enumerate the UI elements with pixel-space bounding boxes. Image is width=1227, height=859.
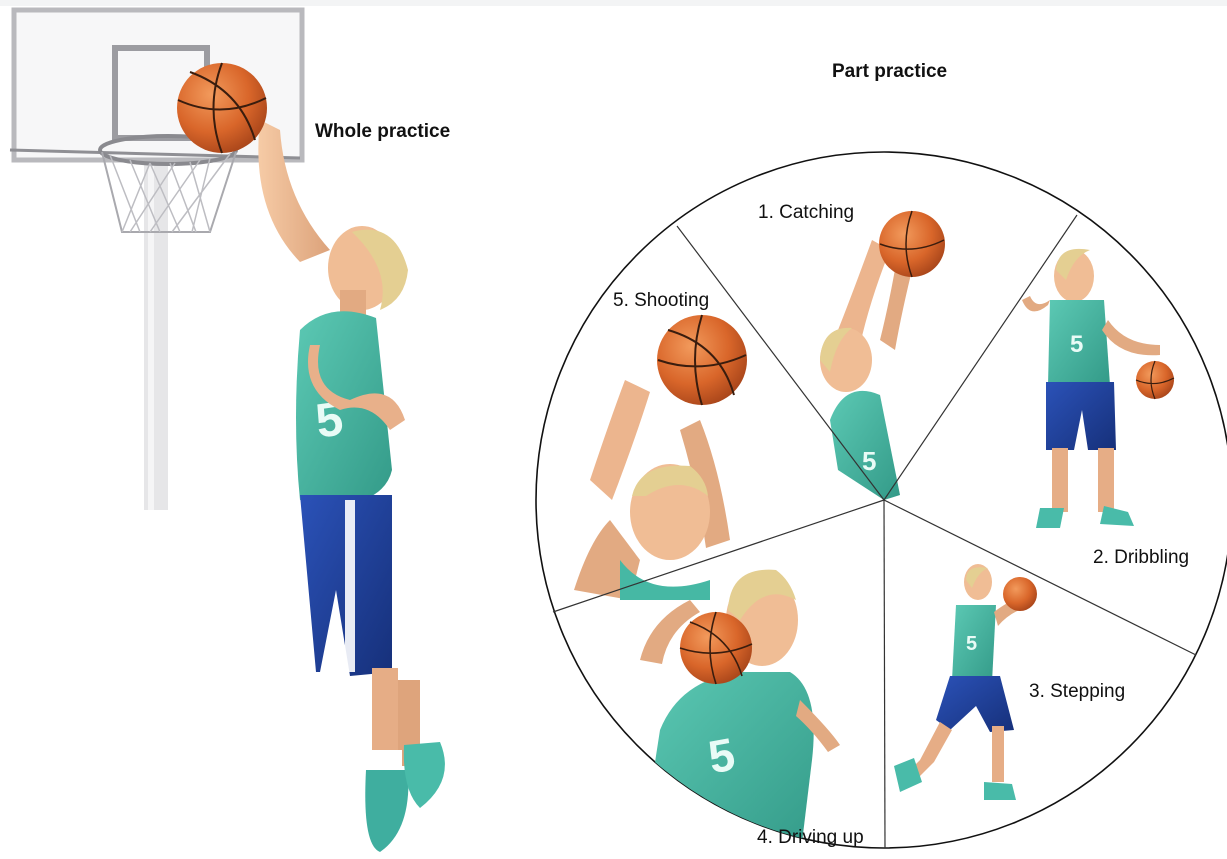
part-practice-title: Part practice (832, 61, 947, 83)
segment-label-shooting: 5. Shooting (613, 290, 709, 312)
whole-practice-player: 5 (258, 120, 445, 852)
segment-label-dribbling: 2. Dribbling (1093, 547, 1189, 569)
segment-label-stepping: 3. Stepping (1029, 681, 1125, 703)
catching-jersey-number: 5 (862, 446, 876, 476)
part-practice-wheel: 5 5 (536, 152, 1227, 859)
whole-practice-title: Whole practice (315, 121, 450, 143)
dribbling-jersey-number: 5 (1070, 331, 1083, 358)
segment-label-catching: 1. Catching (758, 202, 854, 224)
segment-label-driving-up: 4. Driving up (757, 827, 864, 849)
whole-practice-ball (177, 63, 267, 153)
stepping-jersey-number: 5 (966, 633, 977, 655)
